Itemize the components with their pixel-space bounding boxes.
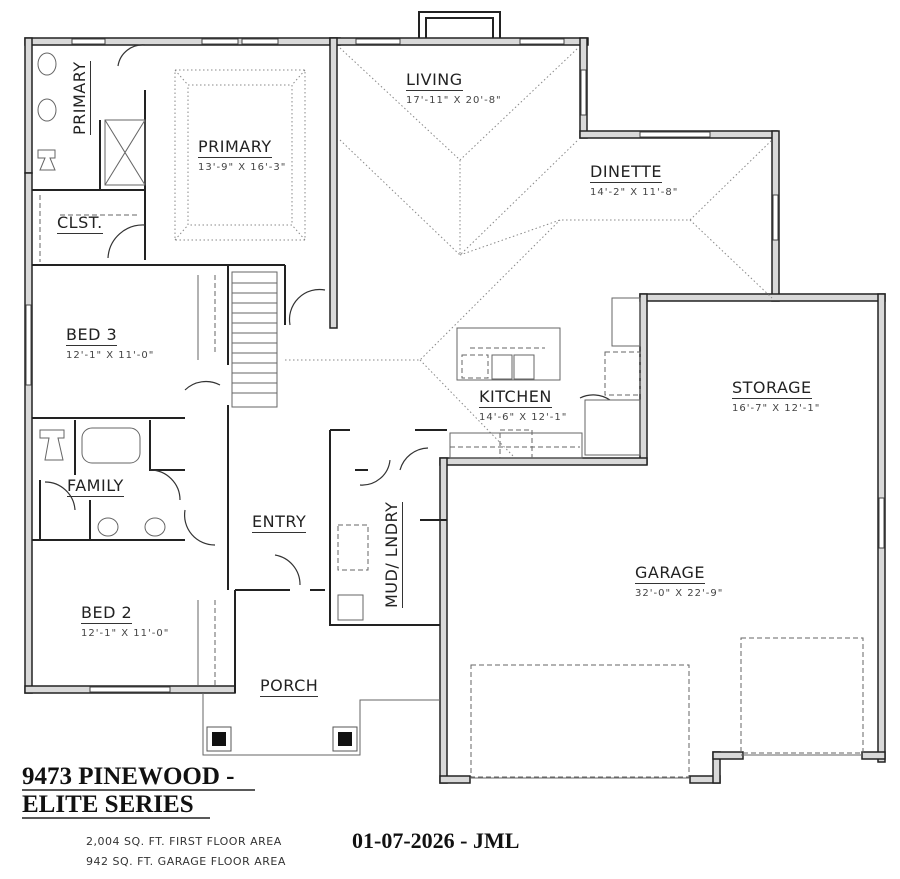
room-name: BED 2 <box>81 603 133 624</box>
room-label-kitchen: KITCHEN 14'-6" X 12'-1" <box>479 387 567 423</box>
plan-title-line-2: ELITE SERIES <box>22 791 194 818</box>
room-name: MUD/ LNDRY <box>382 501 403 608</box>
room-dimensions: 17'-11" X 20'-8" <box>406 95 502 106</box>
plan-title-line-1: 9473 PINEWOOD - <box>22 763 235 790</box>
room-label-mud-laundry: MUD/ LNDRY <box>382 501 403 608</box>
first-floor-area: 2,004 SQ. FT. FIRST FLOOR AREA <box>86 835 282 848</box>
room-name: DINETTE <box>590 162 662 183</box>
closet-shelves <box>39 195 216 685</box>
room-name: PRIMARY <box>70 61 91 135</box>
garage-doors <box>470 637 864 779</box>
garage-floor-area: 942 SQ. FT. GARAGE FLOOR AREA <box>86 855 286 868</box>
ceiling-lines <box>174 47 773 459</box>
room-dimensions: 12'-1" X 11'-0" <box>81 628 170 639</box>
windows <box>25 38 885 693</box>
room-dimensions: 16'-7" X 12'-1" <box>732 403 821 414</box>
room-label-bed-3: BED 3 12'-1" X 11'-0" <box>66 325 154 361</box>
room-dimensions: 32'-0" X 22'-9" <box>635 588 724 599</box>
room-name: FAMILY <box>67 476 124 497</box>
room-name: GARAGE <box>635 563 705 584</box>
bath-fixtures <box>37 52 369 621</box>
room-label-primary: PRIMARY 13'-9" X 16'-3" <box>198 137 286 173</box>
porch <box>202 693 440 756</box>
interior-walls <box>32 90 447 693</box>
kitchen-fixtures <box>449 297 641 459</box>
room-name: KITCHEN <box>479 387 552 408</box>
room-dimensions: 14'-2" X 11'-8" <box>590 187 679 198</box>
stair <box>231 271 278 408</box>
room-label-family-bath: FAMILY <box>67 476 124 497</box>
room-label-entry: ENTRY <box>252 512 307 533</box>
area-summary: 2,004 SQ. FT. FIRST FLOOR AREA 942 SQ. F… <box>86 832 286 872</box>
room-label-living: LIVING 17'-11" X 20'-8" <box>406 70 502 106</box>
room-label-storage: STORAGE 16'-7" X 12'-1" <box>732 378 820 414</box>
room-name: CLST. <box>57 213 103 234</box>
room-label-porch: PORCH <box>260 676 319 697</box>
room-label-bed-2: BED 2 12'-1" X 11'-0" <box>81 603 169 639</box>
date-initials: 01-07-2026 - JML <box>352 828 520 853</box>
room-dimensions: 12'-1" X 11'-0" <box>66 350 155 361</box>
room-name: ENTRY <box>252 512 307 533</box>
room-name: LIVING <box>406 70 463 91</box>
room-label-garage: GARAGE 32'-0" X 22'-9" <box>635 563 723 599</box>
doors <box>44 44 611 586</box>
room-label-closet: CLST. <box>57 213 103 234</box>
room-label-dinette: DINETTE 14'-2" X 11'-8" <box>590 162 678 198</box>
room-name: PRIMARY <box>198 137 272 158</box>
room-name: PORCH <box>260 676 319 697</box>
room-name: BED 3 <box>66 325 118 346</box>
room-name: STORAGE <box>732 378 812 399</box>
room-dimensions: 14'-6" X 12'-1" <box>479 412 568 423</box>
room-label-primary-bath: PRIMARY <box>70 61 91 135</box>
room-dimensions: 13'-9" X 16'-3" <box>198 162 287 173</box>
